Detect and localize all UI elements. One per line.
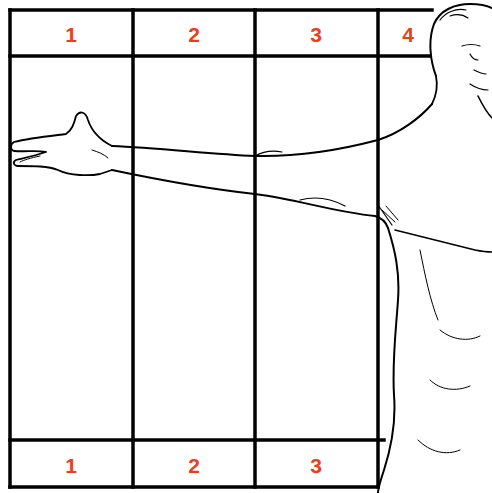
column-number: 3 bbox=[310, 455, 322, 476]
column-number: 2 bbox=[188, 455, 200, 476]
column-number: 4 bbox=[402, 24, 414, 45]
column-number: 3 bbox=[310, 24, 322, 45]
column-number: 2 bbox=[188, 24, 200, 45]
column-number: 1 bbox=[65, 24, 77, 45]
column-number: 1 bbox=[65, 455, 77, 476]
